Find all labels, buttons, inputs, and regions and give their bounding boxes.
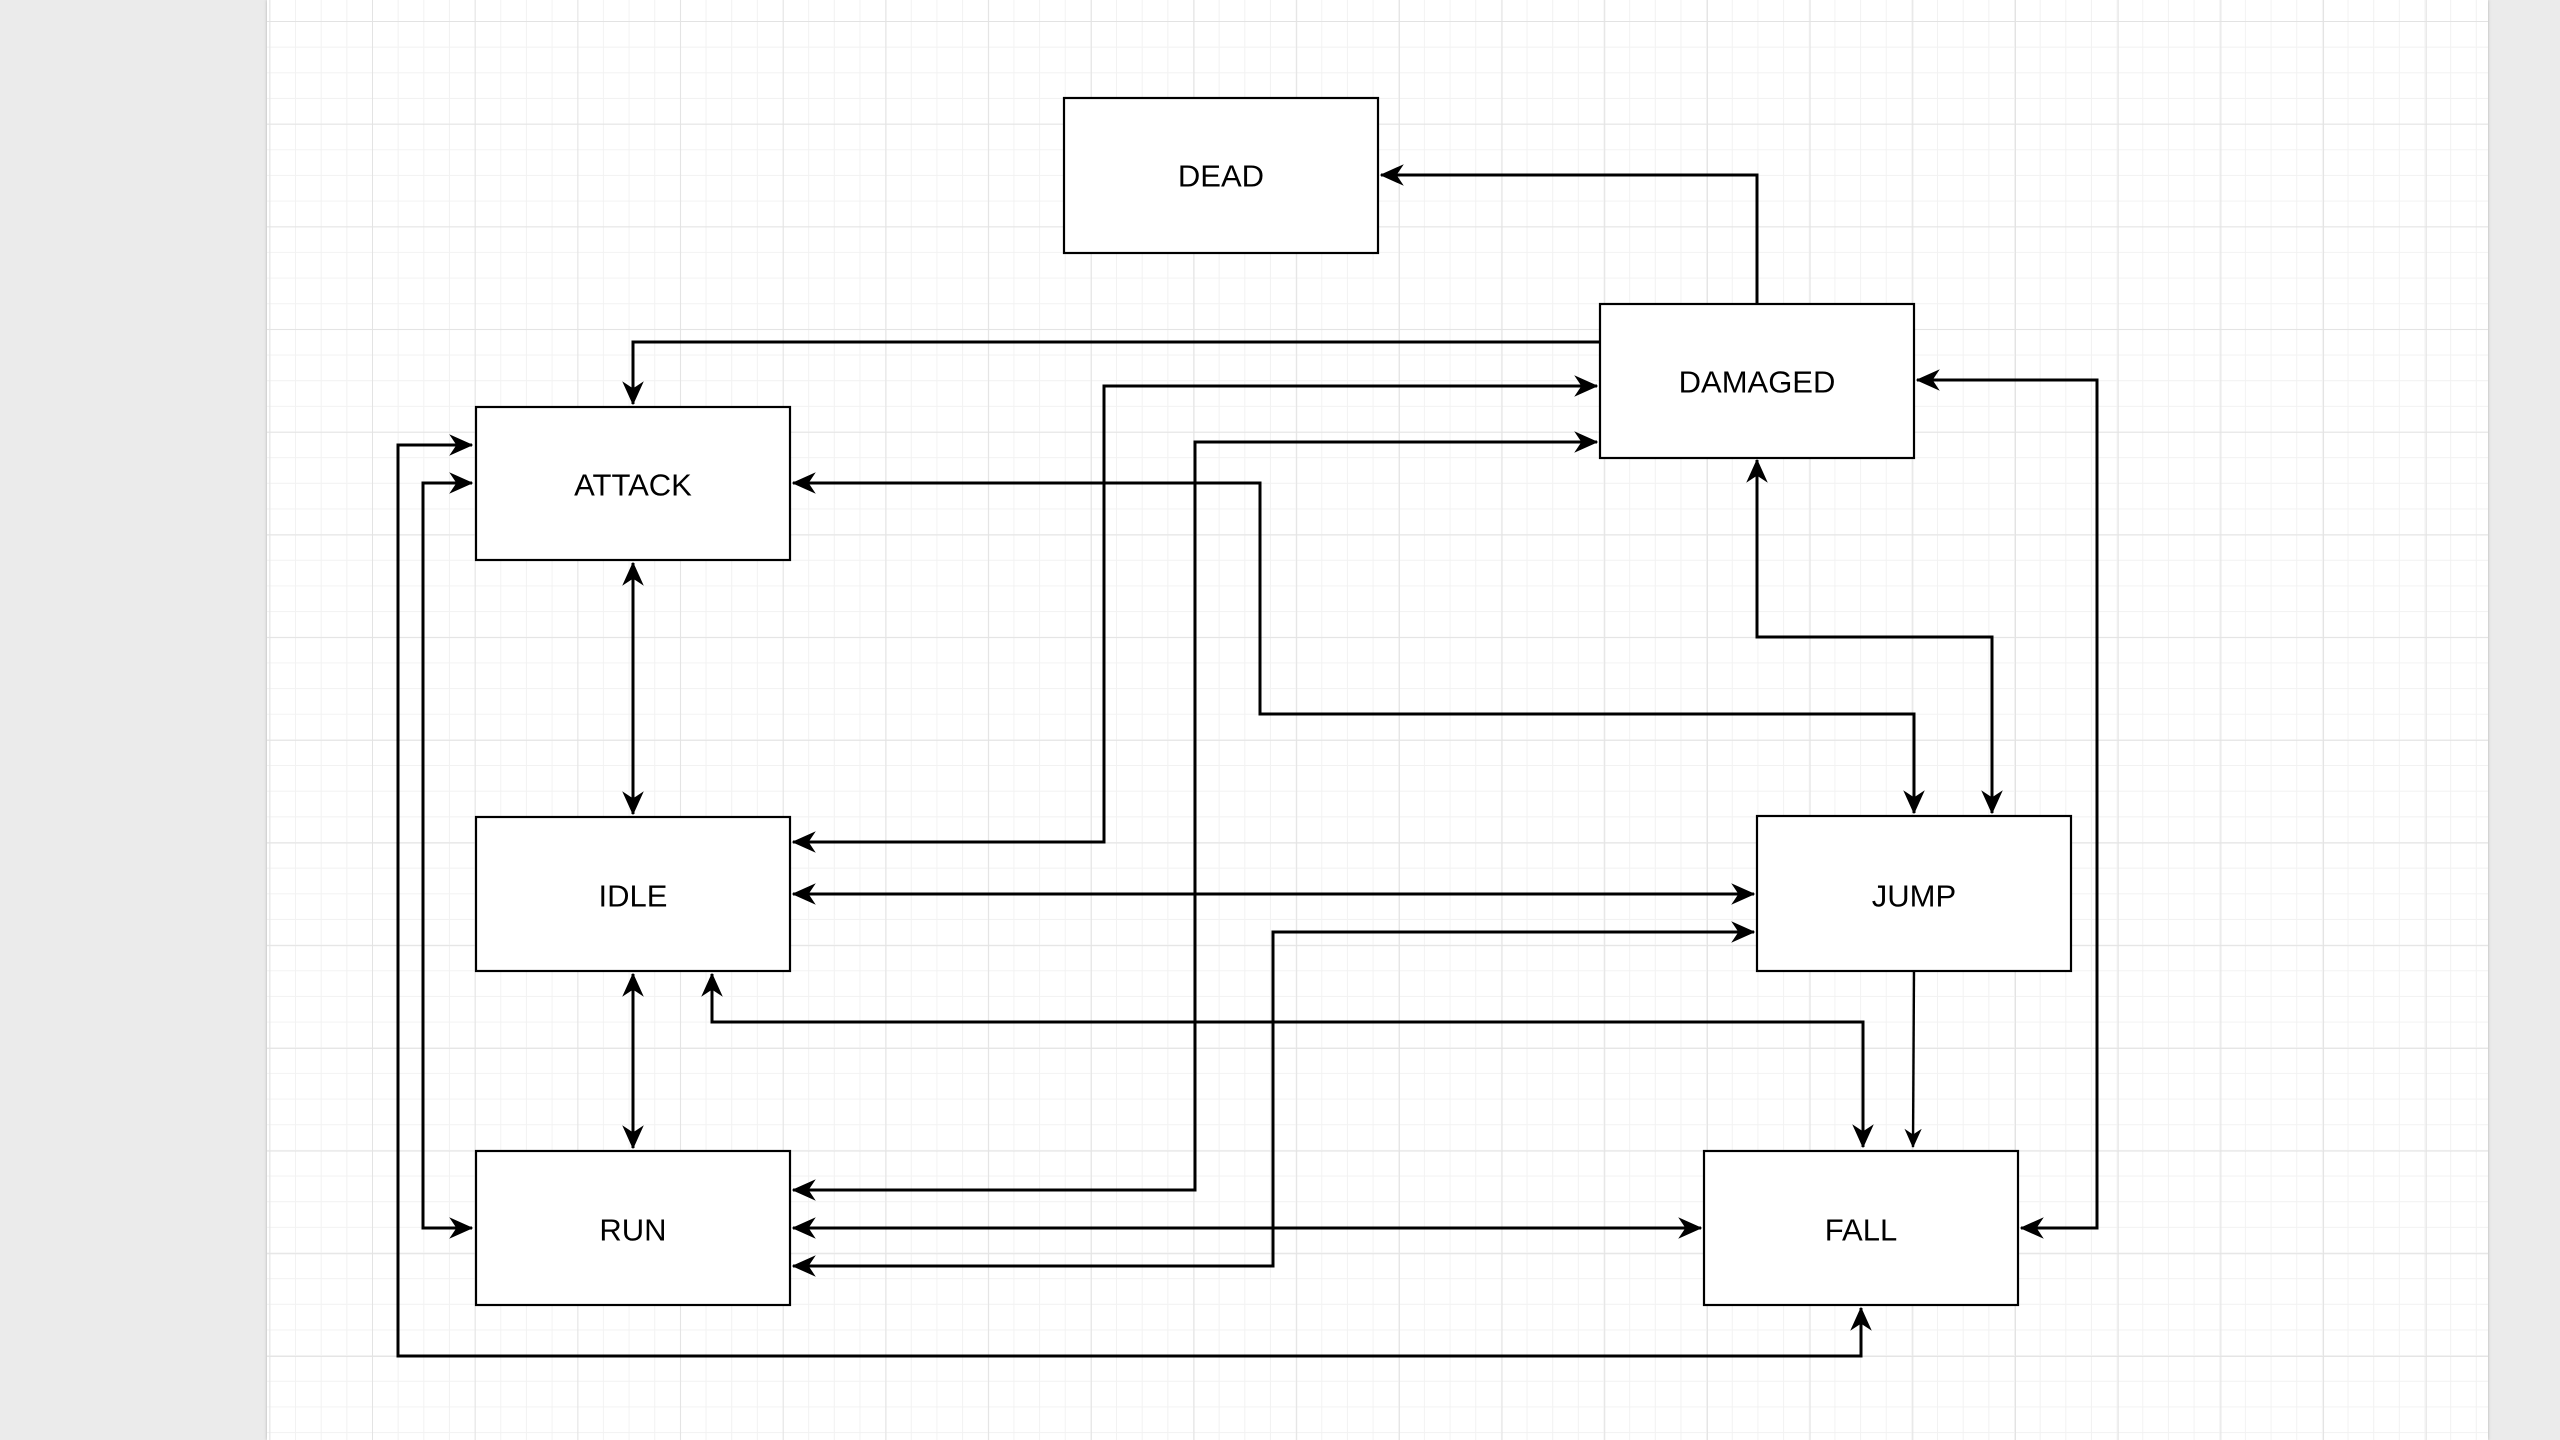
state-attack-label: ATTACK: [574, 468, 692, 503]
state-jump-label: JUMP: [1872, 879, 1956, 914]
state-damaged-label: DAMAGED: [1679, 365, 1836, 400]
edge-attack-jump[interactable]: [791, 472, 1925, 815]
edge-jump-to-fall[interactable]: [1904, 970, 1922, 1148]
state-dead[interactable]: DEAD: [1062, 96, 1380, 255]
edge-run-damaged[interactable]: [791, 431, 1599, 1201]
state-idle[interactable]: IDLE: [474, 815, 792, 973]
state-dead-label: DEAD: [1178, 159, 1264, 194]
edge-run-jump[interactable]: [791, 921, 1756, 1277]
state-fall-label: FALL: [1825, 1213, 1897, 1248]
edge-damaged-jump[interactable]: [1746, 458, 2003, 815]
state-fall[interactable]: FALL: [1702, 1149, 2020, 1307]
edge-damaged-to-attack[interactable]: [622, 340, 1600, 406]
edge-attack-run[interactable]: [421, 472, 474, 1239]
state-attack[interactable]: ATTACK: [474, 405, 792, 562]
edge-damaged-to-dead[interactable]: [1379, 164, 1759, 304]
edge-idle-fall[interactable]: [701, 972, 1874, 1149]
state-jump[interactable]: JUMP: [1755, 814, 2073, 973]
state-idle-label: IDLE: [599, 879, 668, 914]
state-run-label: RUN: [599, 1213, 666, 1248]
state-damaged[interactable]: DAMAGED: [1598, 302, 1916, 460]
state-run[interactable]: RUN: [474, 1149, 792, 1307]
edge-damaged-fall[interactable]: [1915, 369, 2099, 1239]
edge-attack-fall[interactable]: [396, 434, 1872, 1358]
